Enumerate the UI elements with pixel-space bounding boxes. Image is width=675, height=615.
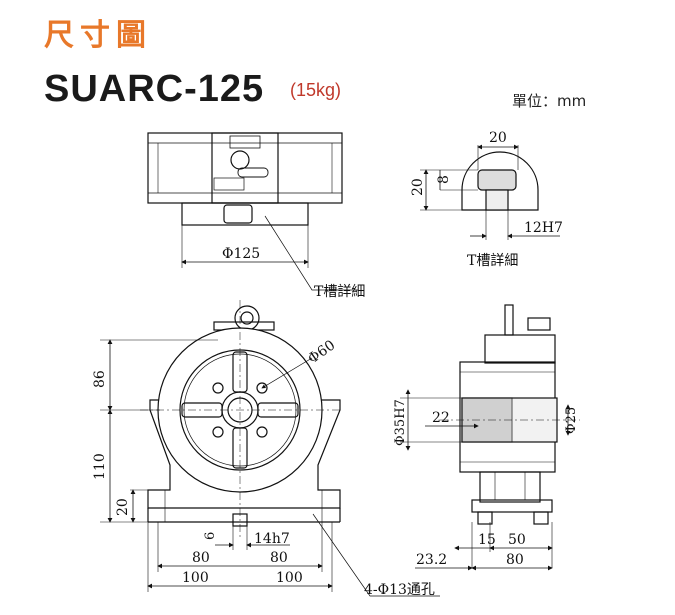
front-holes: 4-Φ13通孔 — [364, 582, 435, 598]
front-half-inner-left: 80 — [192, 550, 210, 566]
side-base — [471, 499, 553, 513]
tslot-slot-fit: 12H7 — [524, 220, 563, 236]
front-view — [100, 300, 440, 597]
top-view — [147, 132, 358, 291]
front-base-thk: 20 — [115, 498, 131, 516]
front-half-outer-left: 100 — [182, 570, 209, 586]
tslot-caption: T槽詳細 — [467, 253, 518, 269]
model-name: SUARC-125 — [44, 68, 265, 110]
front-half-outer-right: 100 — [276, 570, 303, 586]
side-inner: 22 — [432, 410, 450, 426]
side-dim-b: 50 — [508, 532, 526, 548]
front-dia: Φ60 — [305, 337, 338, 367]
tslot-width: 20 — [489, 130, 507, 146]
tslot-height: 20 — [410, 178, 426, 196]
unit-label: 單位：mm — [512, 92, 587, 110]
front-key-fit: 14h7 — [254, 531, 290, 547]
top-view-dia-label: Φ125 — [222, 246, 260, 262]
side-dia-right: Φ25 — [564, 407, 579, 434]
top-view-tslot — [223, 204, 253, 224]
tslot-depth: 8 — [436, 175, 452, 184]
tslot-detail — [420, 144, 560, 240]
side-view — [400, 304, 580, 571]
side-dim-a: 15 — [478, 532, 496, 548]
front-key: 6 — [203, 532, 218, 540]
side-dim-d: 80 — [506, 552, 524, 568]
side-fitting — [504, 304, 514, 336]
front-center-height: 86 — [92, 370, 108, 388]
top-view-knob — [230, 150, 250, 170]
side-dia-left: Φ35H7 — [393, 399, 408, 446]
side-dim-c: 23.2 — [416, 552, 447, 568]
tslot-head — [477, 169, 517, 191]
front-half-inner-right: 80 — [270, 550, 288, 566]
top-view-callout: T槽詳細 — [314, 284, 365, 300]
weight-label: (15kg) — [290, 80, 342, 100]
eye-bolt — [234, 305, 260, 331]
front-base-height: 110 — [92, 453, 108, 480]
tslot-body — [461, 151, 539, 211]
top-view-table — [181, 202, 309, 226]
page-title: 尺寸圖 — [44, 18, 152, 53]
front-base — [147, 399, 341, 509]
